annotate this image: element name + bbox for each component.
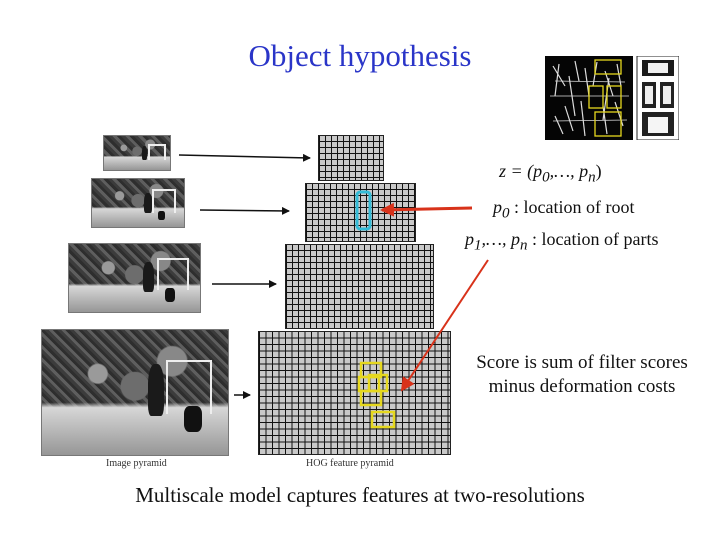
image-pyramid-caption: Image pyramid (106, 458, 167, 469)
hypothesis-formula: z = (p0,…, pn) (499, 161, 602, 186)
slide-title: Object hypothesis (248, 38, 472, 73)
image-pyramid-level-3 (68, 243, 201, 313)
parts-location-arrow (400, 259, 489, 392)
root-location-label: p0 : location of root (493, 197, 635, 222)
part-filter-boxes (357, 361, 396, 429)
model-filters-panel (545, 55, 680, 141)
hog-pyramid-level-1 (318, 135, 384, 181)
hog-pyramid-caption: HOG feature pyramid (306, 458, 394, 469)
root-filter-box (355, 190, 372, 231)
mapping-arrow-2 (199, 206, 290, 215)
score-description: Score is sum of filter scores minus defo… (476, 352, 688, 397)
part-boxes-on-root (588, 59, 622, 137)
parts-location-label: p1,…, pn : location of parts (465, 229, 659, 254)
mapping-arrow-1 (178, 153, 311, 162)
image-pyramid-level-1 (103, 135, 171, 171)
hog-pyramid-level-2 (305, 183, 416, 242)
model-filters-graphic (545, 55, 680, 141)
root-location-arrow (380, 202, 473, 217)
hog-pyramid-level-4 (258, 331, 451, 455)
image-pyramid-level-4 (41, 329, 229, 456)
hog-pyramid-level-3 (285, 244, 434, 329)
image-pyramid-level-2 (91, 178, 185, 228)
root-filter-strokes (550, 60, 629, 137)
bottom-caption: Multiscale model captures features at tw… (135, 483, 585, 507)
